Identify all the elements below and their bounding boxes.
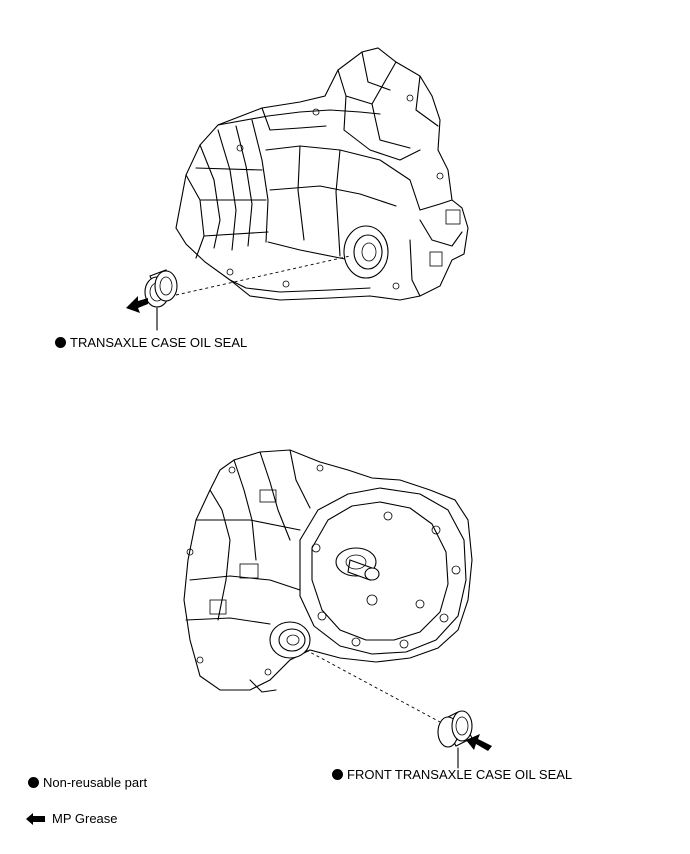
bottom-seal-label: FRONT TRANSAXLE CASE OIL SEAL [347, 767, 573, 782]
legend-non-reusable: Non-reusable part [28, 775, 147, 790]
filled-circle-icon [332, 769, 343, 780]
mp-grease-arrow-bottom [466, 734, 492, 751]
legend-non-reusable-label: Non-reusable part [43, 775, 148, 790]
filled-circle-icon [28, 777, 39, 788]
legend-mp-grease: MP Grease [26, 811, 118, 826]
arrow-left-icon [26, 812, 45, 825]
legend-mp-grease-label: MP Grease [52, 811, 118, 826]
top-seal-callout: TRANSAXLE CASE OIL SEAL [55, 335, 247, 350]
top-transaxle-illustration [175, 47, 469, 301]
mp-grease-arrow-top [126, 296, 148, 313]
top-oil-seal-part [144, 269, 178, 308]
filled-circle-icon [55, 337, 66, 348]
bottom-seal-leader [305, 649, 441, 723]
bottom-seal-callout: FRONT TRANSAXLE CASE OIL SEAL [332, 767, 572, 782]
bottom-transaxle-illustration [183, 449, 473, 693]
top-seal-label: TRANSAXLE CASE OIL SEAL [70, 335, 248, 350]
bottom-oil-seal-part [437, 710, 473, 748]
